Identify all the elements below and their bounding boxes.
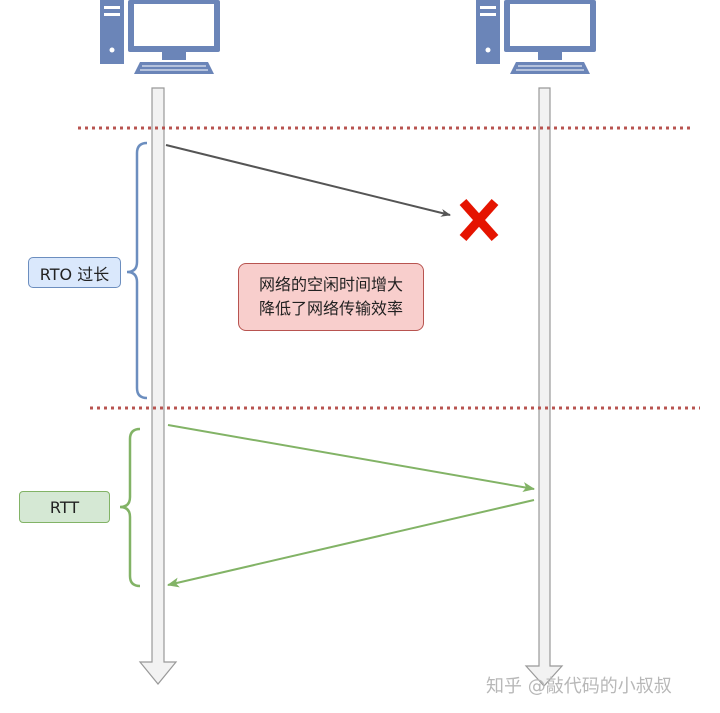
watermark: 知乎 @敲代码的小叔叔: [486, 676, 672, 697]
rto-label: RTO 过长: [28, 257, 121, 288]
packet-loss-x-icon: [459, 199, 499, 241]
rtt-brace: [119, 427, 141, 588]
rtt-response-arrow: [167, 499, 535, 588]
rtt-request-arrow: [167, 424, 535, 493]
sender-timeline: [138, 87, 178, 685]
note-line-2: 降低了网络传输效率: [258, 299, 403, 318]
receiver-timeline: [524, 87, 564, 687]
receiver-computer-icon: [476, 0, 596, 74]
rto-brace: [126, 141, 148, 400]
rtt-label: RTT: [19, 491, 110, 523]
note-line-1: 网络的空闲时间增大: [258, 275, 403, 294]
sender-computer-icon: [100, 0, 220, 74]
efficiency-note: 网络的空闲时间增大 降低了网络传输效率: [238, 263, 424, 331]
lost-packet-arrow: [165, 144, 451, 217]
